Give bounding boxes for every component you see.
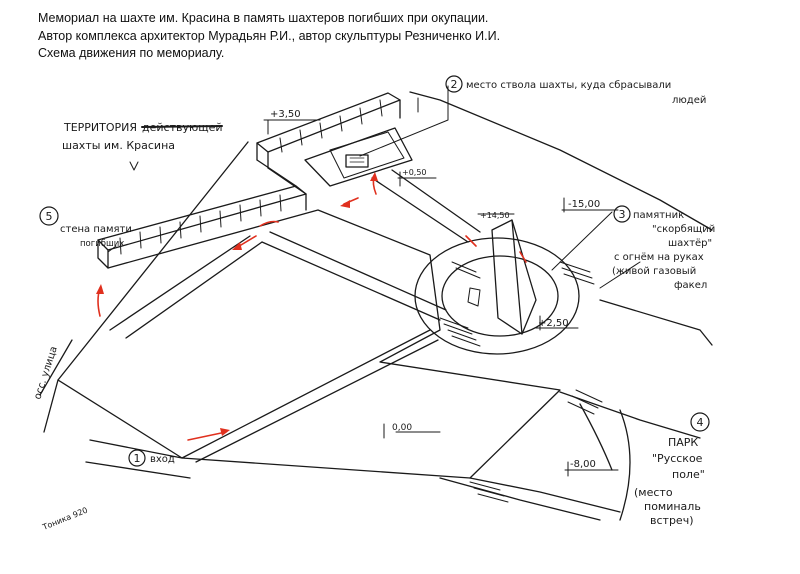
level-plus-1450: +14,50 (480, 211, 510, 220)
entrance-label: вход (150, 454, 175, 465)
marker-1 (128, 449, 146, 467)
territory-label-1: ТЕРРИТОРИЯ (63, 121, 137, 134)
marker-5 (39, 206, 59, 226)
level-plus-250: +2,50 (538, 318, 569, 329)
level-ticks (129, 119, 569, 477)
monument-note-6: факел (674, 280, 707, 291)
shaft-note-line-1: место ствола шахты, куда сбрасывали (466, 80, 671, 91)
level-zero: 0,00 (392, 423, 412, 433)
territory-label-struck: действующей (142, 121, 223, 134)
monument-note-1: памятник (633, 210, 684, 221)
header-line-3: Схема движения по мемориалу. (38, 46, 225, 60)
header-line-1: Мемориал на шахте им. Красина в память ш… (38, 11, 489, 25)
marker-3-number: 3 (619, 208, 626, 221)
route-arrows (96, 172, 527, 441)
park-label-5: поминаль (644, 500, 701, 513)
park-label-4: (место (634, 486, 673, 499)
author-signature: Тоника 920 (40, 506, 89, 533)
territory-label-2: шахты им. Красина (62, 139, 175, 152)
leader-lines (107, 85, 641, 471)
monument-note-3: шахтёр" (668, 238, 712, 249)
linework (39, 91, 713, 521)
level-plus-350: +3,50 (270, 109, 301, 120)
marker-circles (39, 75, 710, 467)
annotations: ТЕРРИТОРИЯ действующей шахты им. Красина… (32, 80, 715, 532)
park-label-1: ПАРК (668, 436, 698, 449)
level-minus-800: -8,00 (570, 459, 596, 470)
marker-5-number: 5 (46, 210, 53, 223)
marker-4 (690, 412, 710, 432)
monument-note-5: (живой газовый (612, 266, 696, 277)
marker-3 (613, 205, 631, 223)
memory-wall-label-1: стена памяти (60, 224, 132, 235)
shaft-mouth (345, 154, 369, 168)
marker-4-number: 4 (697, 416, 704, 429)
memory-wall-lower (97, 185, 307, 251)
header-line-2: Автор комплекса архитектор Мурадьян Р.И.… (38, 29, 501, 43)
memory-wall-label-2: погибших (80, 239, 124, 249)
marker-1-number: 1 (134, 452, 141, 465)
monument-note-2: "скорбящий (652, 224, 715, 235)
upper-platform (304, 127, 413, 187)
shaft-note-line-2: людей (672, 95, 706, 106)
monument-note-4: с огнём на руках (614, 252, 704, 263)
marker-2 (445, 75, 463, 93)
marker-numbers: 2 3 5 1 4 (46, 78, 704, 465)
park-label-6: встреч) (650, 514, 693, 527)
level-plus-050: +0,50 (402, 168, 427, 177)
monument-platform-outer (414, 237, 580, 355)
street-label: осс. улица (32, 345, 60, 401)
monument-platform-inner (441, 255, 559, 337)
marker-2-number: 2 (451, 78, 458, 91)
level-minus-1500: -15,00 (568, 199, 600, 210)
strike-through (141, 125, 223, 128)
park-label-2: "Русское (652, 452, 703, 465)
park-label-3: поле" (672, 468, 705, 481)
memory-wall-upper (256, 92, 401, 153)
